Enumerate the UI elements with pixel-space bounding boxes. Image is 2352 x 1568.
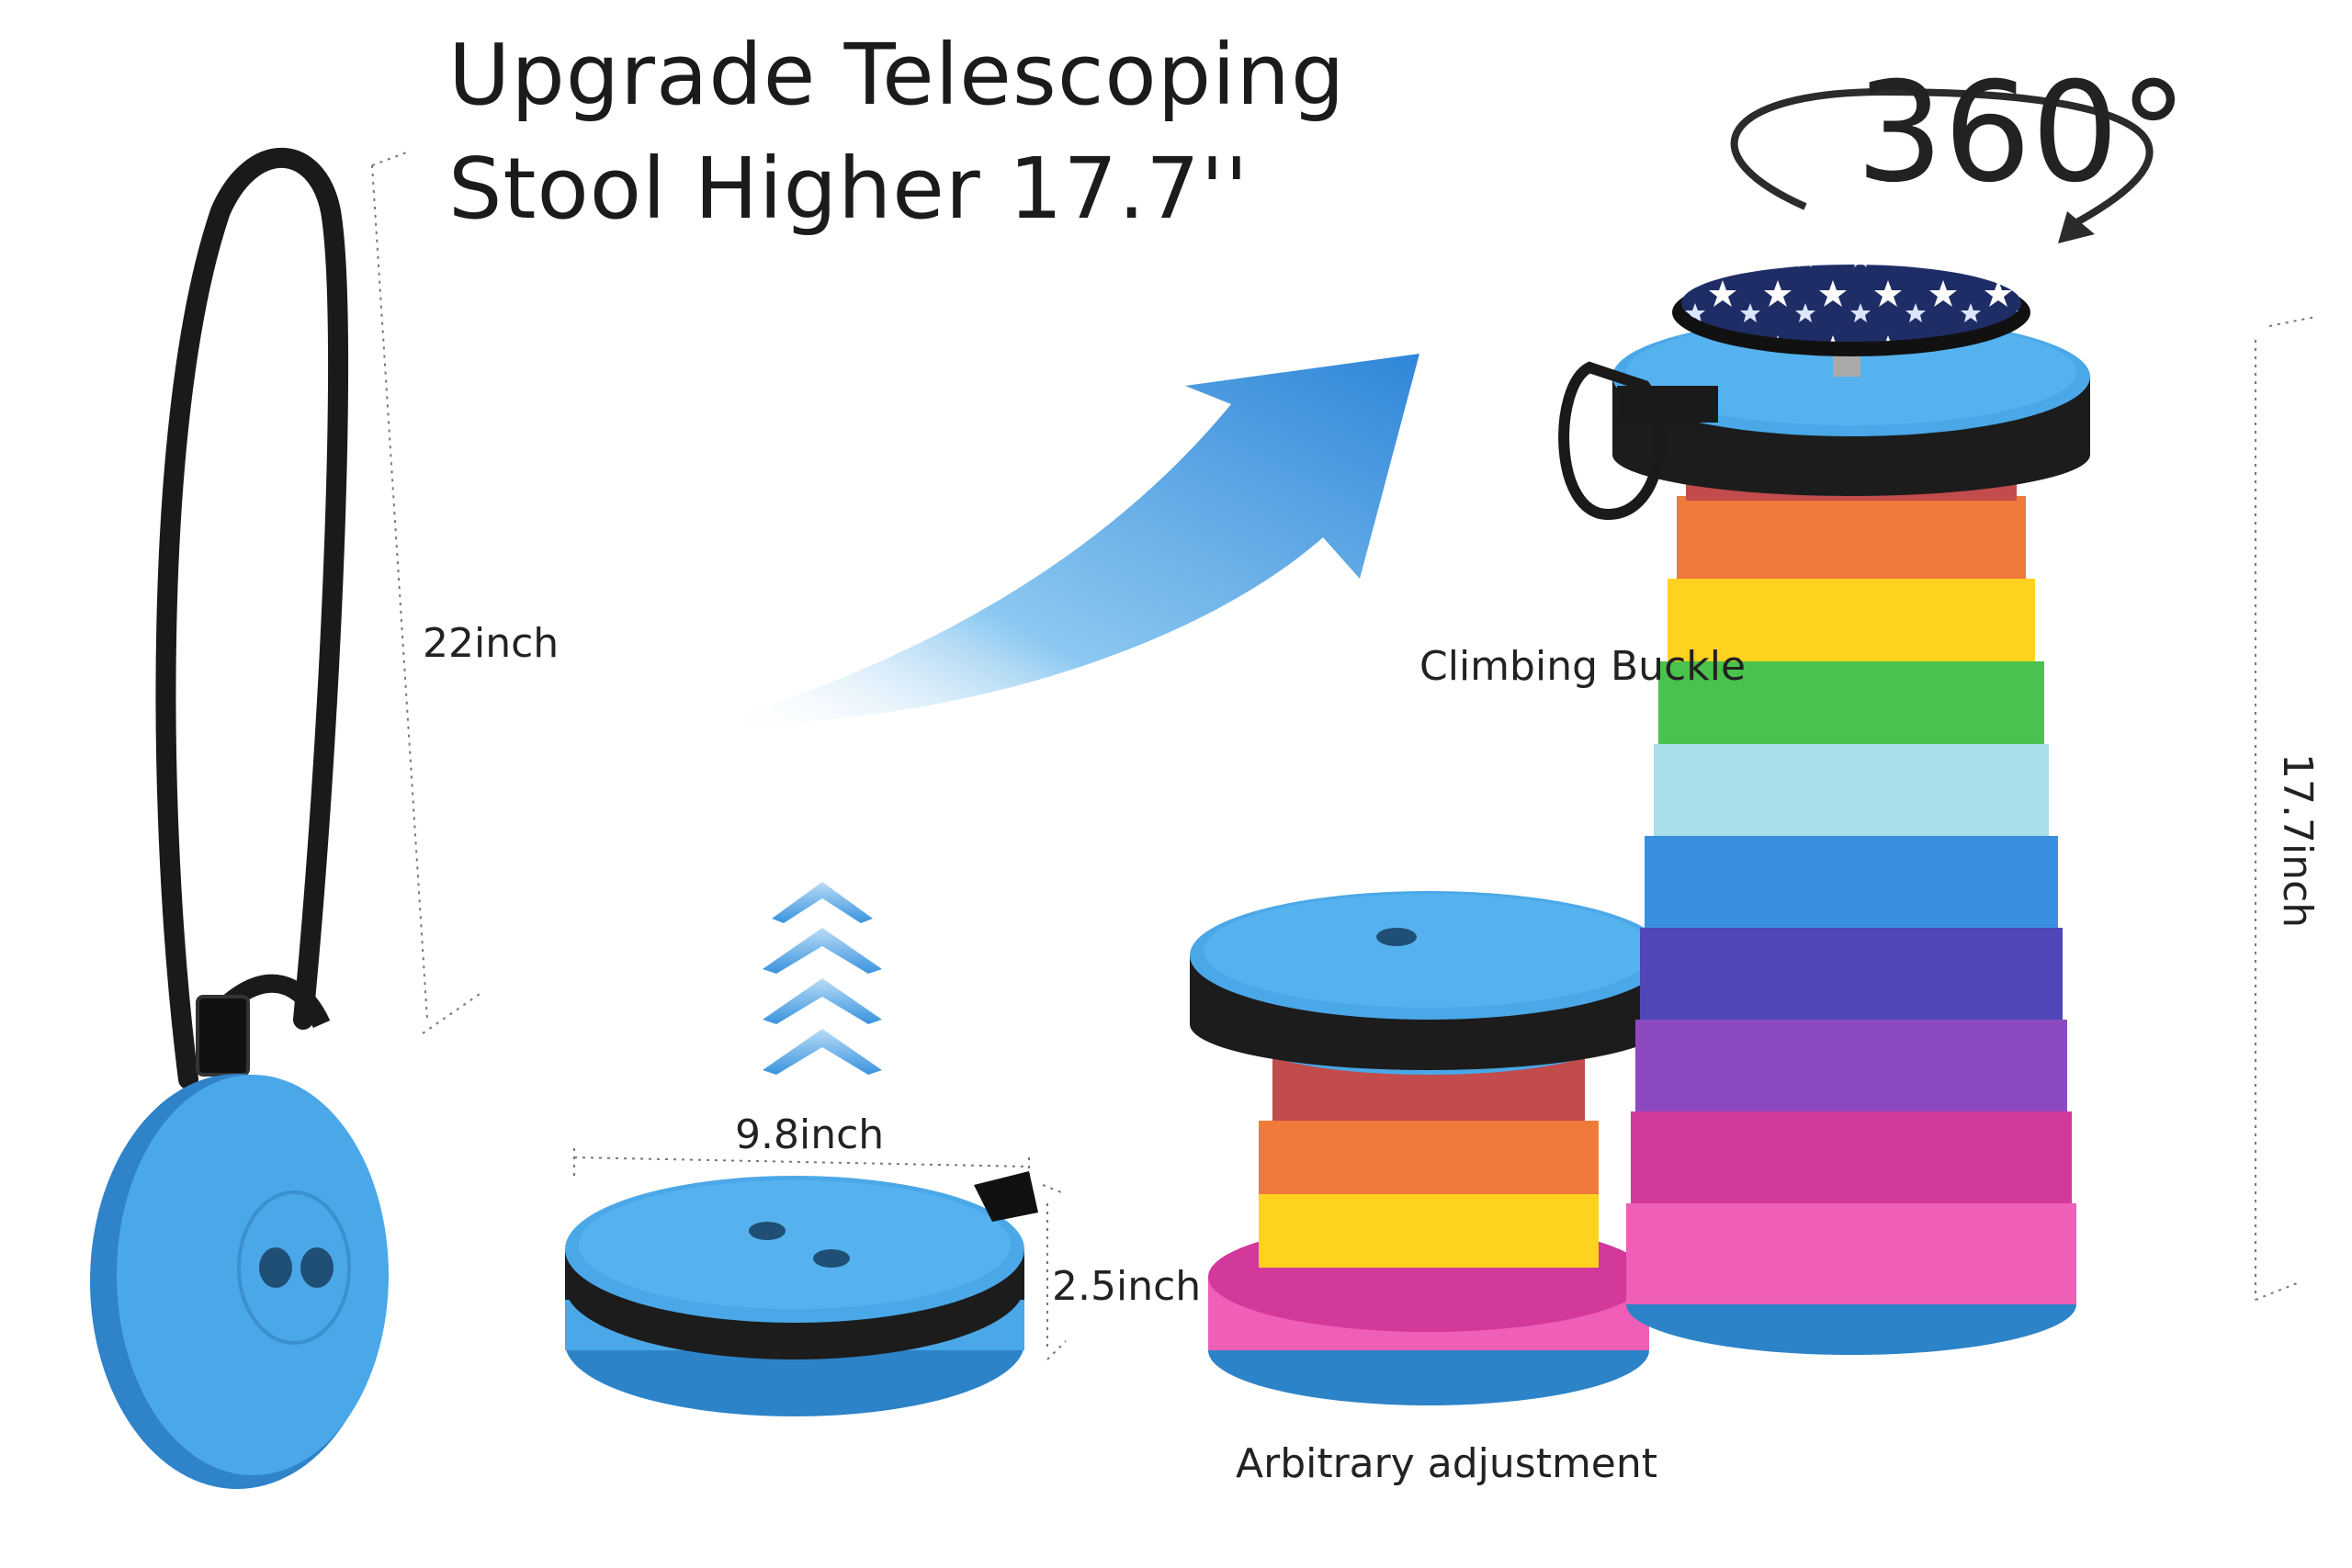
- headline-line-2: Stool Higher 17.7'': [448, 140, 1250, 238]
- diameter-label: 9.8inch: [735, 1111, 885, 1158]
- curved-arrow: [707, 354, 1419, 726]
- tall-stool: [1558, 87, 2154, 1355]
- dimension-lines-left: [371, 151, 2316, 1360]
- extended-height-label: 17.7inch: [2274, 753, 2321, 929]
- hanging-stool: [90, 147, 389, 1489]
- rotation-label: 360°: [1856, 53, 2188, 213]
- strap-height-label: 22inch: [423, 620, 560, 667]
- folded-stool: [565, 1171, 1038, 1416]
- headline-line-1: Upgrade Telescoping: [448, 26, 1346, 124]
- headline: Upgrade Telescoping Stool Higher 17.7'': [448, 18, 1345, 246]
- medium-stool: [1190, 891, 1668, 1405]
- thickness-label: 2.5inch: [1052, 1263, 1202, 1310]
- arbitrary-adjustment-label: Arbitrary adjustment: [1236, 1440, 1658, 1487]
- climbing-buckle-label: Climbing Buckle: [1419, 643, 1747, 690]
- up-chevrons: [763, 882, 882, 1075]
